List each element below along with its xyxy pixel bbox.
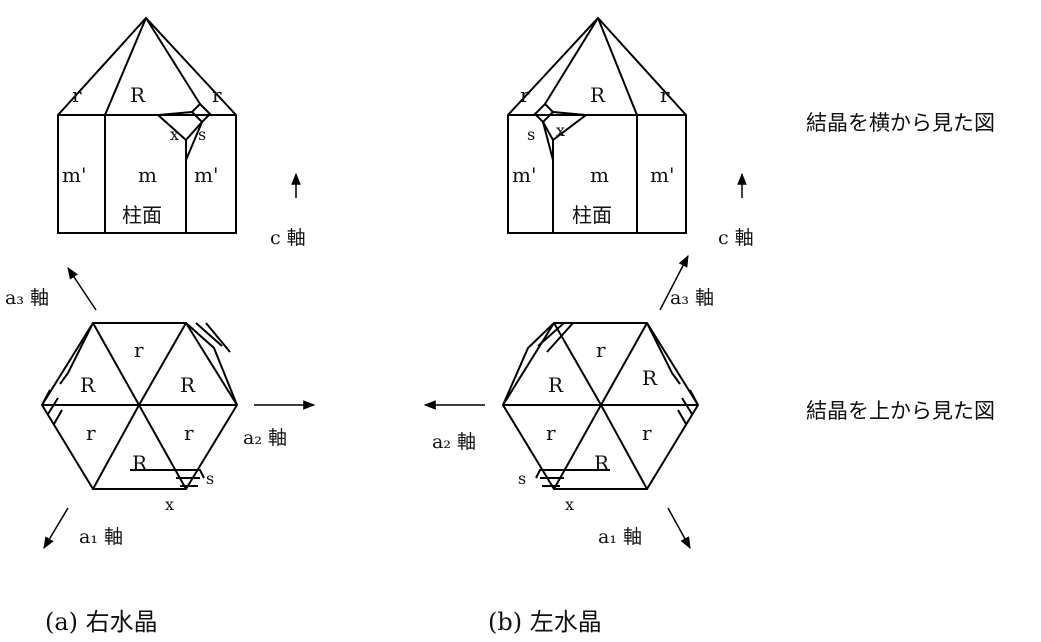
- right-a1-axis-label: a₁ 軸: [79, 526, 123, 548]
- left-side-prism-face-label: 柱面: [572, 203, 612, 227]
- left-top-x-label: x: [565, 495, 574, 514]
- right-top-R-bottom: R: [132, 451, 148, 475]
- right-side-prism-face-label: 柱面: [122, 203, 162, 227]
- left-top-r-lower-right: r: [642, 421, 652, 445]
- right-top-r-lower-right: r: [184, 421, 194, 445]
- left-a1-axis-arrow: [667, 507, 691, 550]
- left-side-x-label: x: [556, 121, 565, 140]
- left-side-m-label: m: [590, 163, 609, 187]
- left-a2-axis-label: a₂ 軸: [432, 431, 476, 453]
- left-side-s-label: s: [527, 125, 535, 144]
- left-c-axis-label: c 軸: [718, 227, 754, 249]
- right-crystal-top-view: R r R r r R s x a₃ 軸 a₂ 軸 a₁ 軸 (a) 右水晶: [5, 267, 316, 636]
- right-top-R-upper-right: R: [180, 373, 196, 397]
- left-side-outline: [507, 16, 687, 234]
- left-a3-axis-label: a₃ 軸: [670, 287, 714, 309]
- right-top-x-label: x: [165, 495, 174, 514]
- right-side-s-label: s: [198, 125, 206, 144]
- left-top-R-upper-right: R: [642, 366, 658, 390]
- left-a1-axis-label: a₁ 軸: [598, 526, 642, 548]
- left-crystal-top-view: r R R r r R s x a₃ 軸 a₂ 軸 a₁ 軸 (b) 左水晶: [423, 254, 714, 636]
- top-view-label: 結晶を上から見た図: [806, 399, 995, 423]
- right-top-r-lower-left: r: [86, 421, 96, 445]
- left-crystal-side-view: r R r s x m' m m' 柱面 c 軸: [507, 16, 754, 249]
- left-side-R-label: R: [590, 83, 606, 107]
- right-top-s-label: s: [206, 469, 214, 488]
- left-top-R-bottom: R: [594, 451, 610, 475]
- right-a3-axis-arrow: [67, 267, 97, 311]
- right-side-m-label: m: [138, 163, 157, 187]
- left-top-s-label: s: [518, 469, 526, 488]
- left-side-r-right-label: r: [660, 83, 670, 107]
- side-view-label: 結晶を横から見た図: [806, 111, 995, 135]
- right-side-x-label: x: [170, 125, 179, 144]
- left-side-x-face: [552, 111, 589, 160]
- left-side-m-prime-left-label: m': [512, 163, 536, 187]
- right-side-m-prime-left-label: m': [62, 163, 86, 187]
- left-top-r-lower-left: r: [546, 421, 556, 445]
- right-a2-axis-label: a₂ 軸: [243, 427, 287, 449]
- left-crystal-caption: (b) 左水晶: [488, 608, 602, 636]
- right-top-R-upper-left: R: [80, 373, 96, 397]
- right-side-r-right-label: r: [212, 83, 222, 107]
- right-a3-axis-label: a₃ 軸: [5, 287, 49, 309]
- left-side-s-face: [533, 102, 555, 124]
- right-crystal-caption: (a) 右水晶: [45, 608, 158, 636]
- left-top-R-upper-left: R: [548, 373, 564, 397]
- left-side-m-prime-right-label: m': [650, 163, 674, 187]
- right-crystal-side-view: r R r x s m' m m' 柱面 c 軸: [57, 16, 306, 249]
- right-a1-axis-arrow: [43, 507, 69, 550]
- left-a3-axis-arrow: [659, 254, 689, 311]
- right-side-R-label: R: [130, 83, 146, 107]
- left-side-r-left-label: r: [520, 83, 530, 107]
- right-top-r-top: r: [134, 338, 144, 362]
- right-side-m-prime-right-label: m': [194, 163, 218, 187]
- right-side-s-face: [190, 102, 212, 124]
- left-top-r-top: r: [596, 338, 606, 362]
- right-side-outline: [57, 16, 237, 234]
- right-side-x-face: [155, 111, 193, 160]
- right-side-r-left-label: r: [72, 83, 82, 107]
- right-c-axis-label: c 軸: [270, 227, 306, 249]
